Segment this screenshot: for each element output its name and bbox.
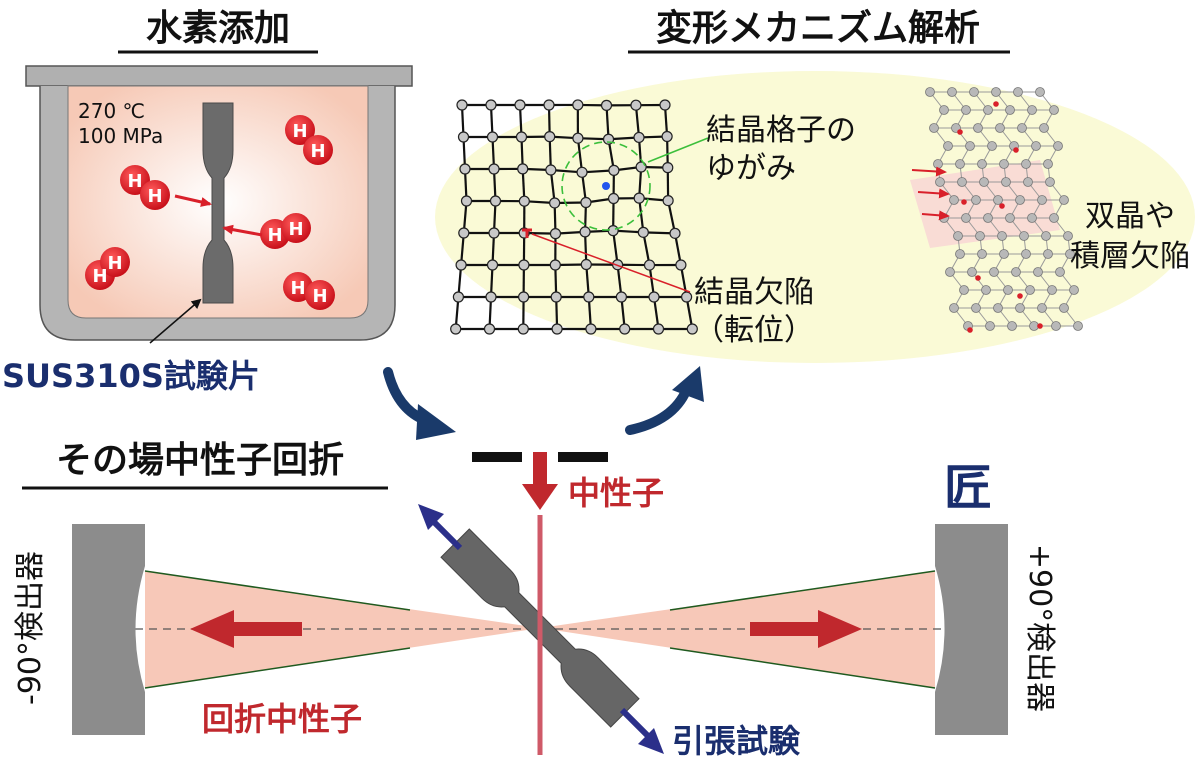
distortion-label-line2: ゆがみ	[706, 151, 796, 186]
svg-text:H: H	[267, 225, 282, 246]
twin-label-line1: 双晶や	[1085, 199, 1175, 234]
beam-slit	[472, 452, 608, 462]
tensile-test-label: 引張試験	[672, 722, 801, 760]
twin-lattice	[910, 87, 1083, 333]
specimen-label: SUS310S試験片	[2, 357, 260, 395]
tensile-direction-arrow	[619, 707, 664, 754]
svg-text:H: H	[107, 253, 122, 274]
svg-text:H: H	[290, 278, 305, 299]
flow-arrow-to-mechanism	[625, 366, 704, 435]
svg-text:変形メカニズム解析: 変形メカニズム解析	[656, 7, 980, 49]
distortion-label-line1: 結晶格子の	[706, 113, 856, 148]
hydrogen-molecule: H H	[85, 247, 130, 290]
svg-text:H: H	[127, 171, 142, 192]
svg-text:H: H	[310, 141, 325, 162]
tensile-direction-arrow	[418, 504, 463, 551]
left-detector-label: -90°検出器	[13, 551, 48, 705]
left-diffraction-arrow	[190, 610, 302, 648]
svg-text:H: H	[292, 121, 307, 142]
right-detector-label: +90°検出器	[1022, 544, 1057, 712]
hydrogen-section-title: 水素添加	[118, 8, 318, 54]
svg-text:H: H	[92, 266, 107, 287]
defect-label-line1: 結晶欠陥	[694, 275, 814, 310]
vessel-specimen	[202, 102, 234, 304]
distortion-leader-line	[647, 137, 709, 163]
distorted-lattice	[450, 99, 698, 335]
right-diffraction-arrow	[750, 610, 862, 648]
hydrogen-diffusion-arrow	[222, 224, 263, 237]
neutron-down-arrow	[522, 452, 558, 510]
svg-text:H: H	[312, 286, 327, 307]
twin-label-line2: 積層欠陥	[1070, 239, 1190, 274]
mechanism-section-title: 変形メカニズム解析	[628, 7, 1010, 54]
diffraction-section-title: その場中性子回折	[22, 440, 388, 490]
specimen-pointer-arrow	[149, 298, 202, 344]
left-diffracted-beam	[145, 571, 540, 688]
flow-arrow-to-diffraction	[383, 367, 456, 440]
hydrogen-molecule: H H	[283, 272, 335, 310]
svg-text:水素添加: 水素添加	[146, 8, 290, 49]
left-detector	[72, 524, 145, 735]
vessel-temperature: 270 ℃	[78, 99, 145, 123]
hydrogen-molecule: H H	[260, 213, 311, 249]
defect-label-line2: （転位）	[694, 313, 814, 348]
right-detector	[935, 524, 1008, 735]
svg-text:H: H	[147, 186, 162, 207]
neutron-label: 中性子	[568, 474, 664, 512]
vessel-pressure: 100 MPa	[78, 124, 163, 148]
takumi-logo: 匠	[944, 460, 992, 516]
hydrogen-molecule: H H	[120, 165, 170, 210]
svg-text:H: H	[288, 219, 303, 240]
defect-leader-line	[531, 233, 691, 293]
svg-text:その場中性子回折: その場中性子回折	[56, 440, 344, 481]
hydrogen-molecule: H H	[285, 115, 333, 165]
hydrogen-diffusion-arrow	[174, 194, 212, 207]
diffracted-neutron-label: 回折中性子	[202, 700, 362, 738]
